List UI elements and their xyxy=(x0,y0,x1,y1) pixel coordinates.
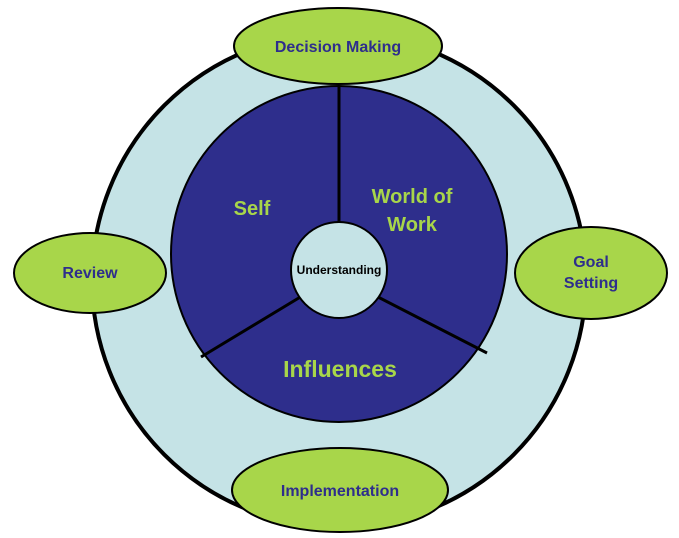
stage-goal-setting-label-line2: Setting xyxy=(564,275,618,292)
stage-goal-setting-oval xyxy=(514,226,668,320)
stage-review: Review xyxy=(13,232,167,314)
center-circle xyxy=(290,221,388,319)
segment-influences-label: Influences xyxy=(283,356,397,382)
divider-lower-right xyxy=(375,294,488,355)
segment-self-label: Self xyxy=(234,198,271,220)
stage-review-label: Review xyxy=(62,265,118,282)
stage-decision-making: Decision Making xyxy=(233,7,443,85)
center-label: Understanding xyxy=(297,263,382,277)
segment-world-of-work-label-line1: World of xyxy=(372,186,453,208)
stage-review-oval xyxy=(13,232,167,314)
stage-goal-setting: Goal Setting xyxy=(514,226,668,320)
stage-goal-setting-label-line1: Goal xyxy=(573,254,609,271)
stage-implementation-label: Implementation xyxy=(281,483,399,500)
stage-implementation-oval xyxy=(231,447,449,533)
stage-decision-making-oval xyxy=(233,7,443,85)
stage-decision-making-label: Decision Making xyxy=(275,39,401,56)
divider-lower-left xyxy=(200,294,303,359)
segment-world-of-work-label-line2: Work xyxy=(387,214,438,236)
stage-implementation: Implementation xyxy=(231,447,449,533)
